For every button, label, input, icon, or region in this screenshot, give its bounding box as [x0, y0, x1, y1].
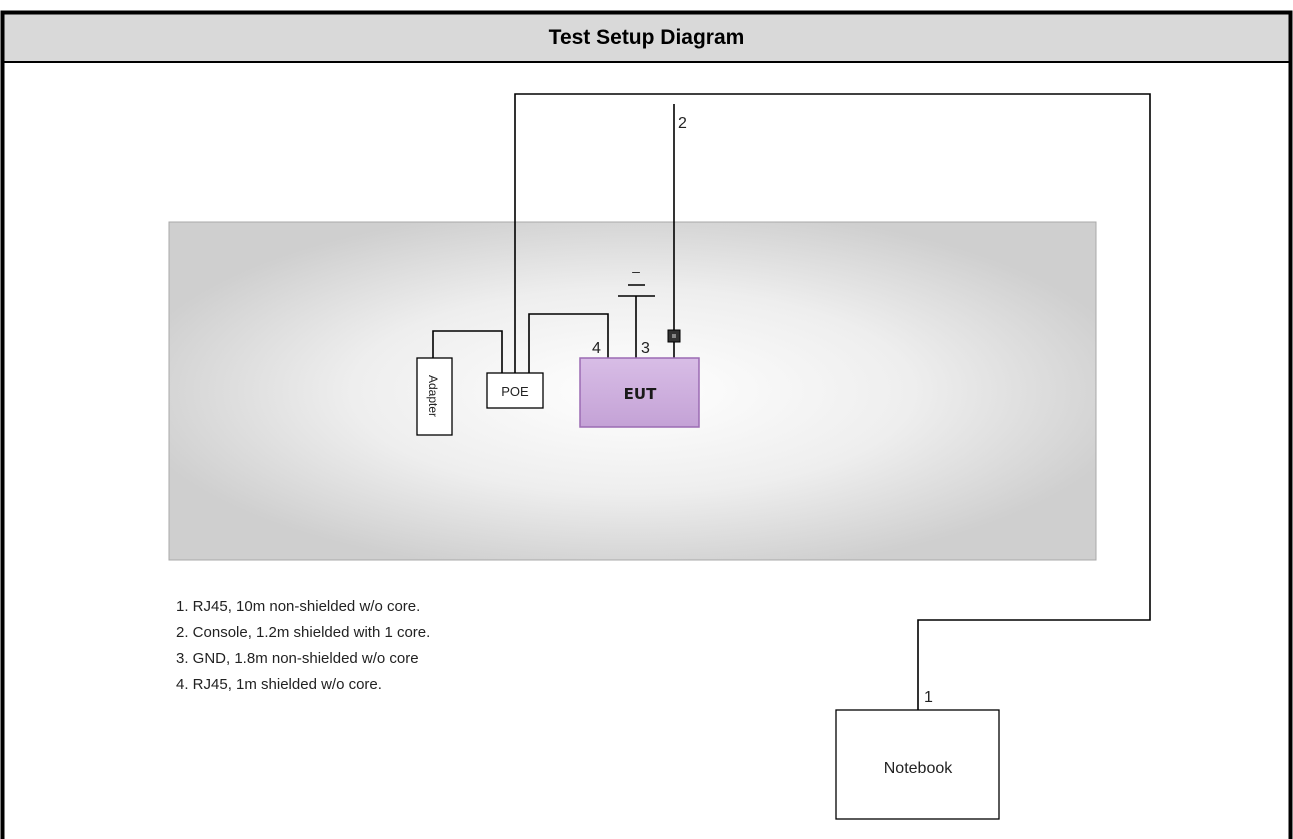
- cable-notes: 1. RJ45, 10m non-shielded w/o core. 2. C…: [176, 598, 430, 693]
- page-title-bar: Test Setup Diagram: [4, 14, 1289, 62]
- note-2: 2. Console, 1.2m shielded with 1 core.: [176, 624, 430, 641]
- cable-number-3: 3: [641, 340, 650, 357]
- eut-box: [579, 357, 700, 428]
- outer-border: [0, 10, 1293, 839]
- eut-label: EUT: [624, 385, 657, 403]
- adapter-power-cable: [432, 330, 503, 373]
- notebook-box: [835, 709, 1000, 820]
- cable-number-1: 1: [924, 689, 933, 706]
- poe-label: POE: [501, 384, 529, 399]
- poe-box: [486, 372, 544, 409]
- rj45-cable-4: [528, 313, 609, 373]
- note-3: 3. GND, 1.8m non-shielded w/o core: [176, 650, 419, 667]
- note-4: 4. RJ45, 1m shielded w/o core.: [176, 676, 382, 693]
- rj45-cable-1: [514, 93, 1151, 710]
- ferrite-core-highlight: [672, 334, 676, 338]
- adapter-label: Adapter: [426, 375, 440, 417]
- note-1: 1. RJ45, 10m non-shielded w/o core.: [176, 598, 420, 615]
- notebook-label: Notebook: [884, 760, 953, 777]
- cable-number-2: 2: [678, 115, 687, 132]
- ground-symbol: –: [632, 263, 640, 279]
- cable-number-4: 4: [592, 340, 601, 357]
- page-title: Test Setup Diagram: [548, 26, 745, 49]
- header-band: [4, 14, 1289, 62]
- adapter-box: [416, 357, 453, 436]
